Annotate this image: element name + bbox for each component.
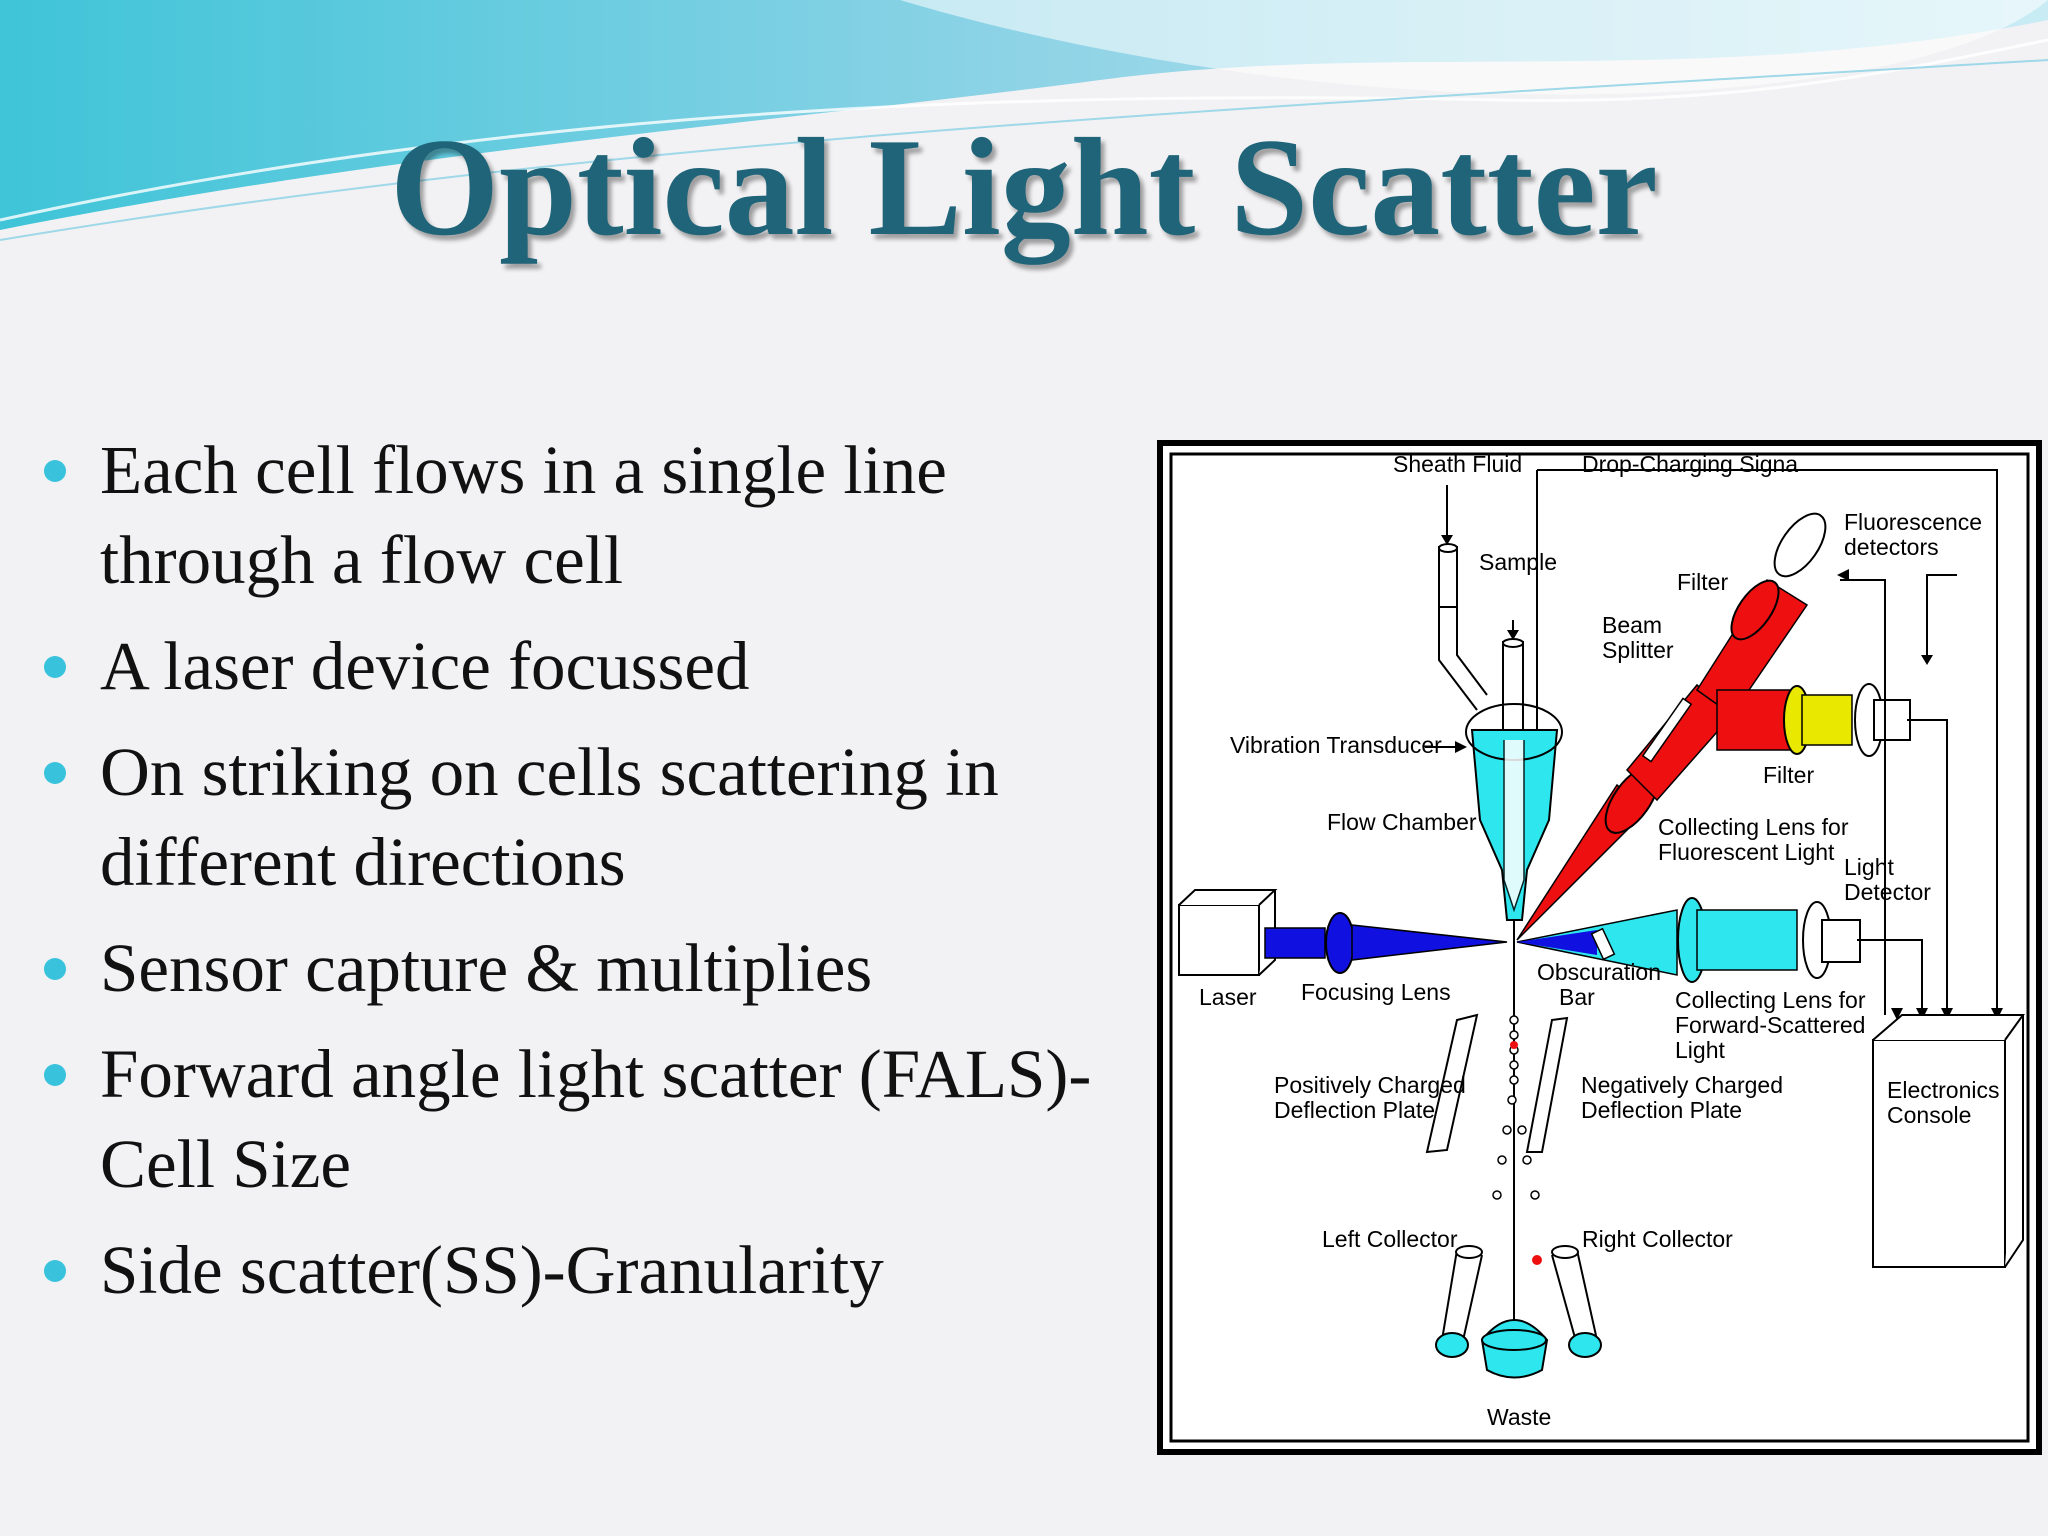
label-sheath-fluid: Sheath Fluid xyxy=(1393,451,1522,477)
sample-tube xyxy=(1502,641,1524,738)
droplets xyxy=(1492,1015,1540,1200)
bullet-dot-icon xyxy=(44,958,66,980)
label-collect-fw-1: Collecting Lens for xyxy=(1675,987,1866,1013)
top-fluorescence-detector xyxy=(1773,512,1827,578)
label-waste: Waste xyxy=(1487,1404,1551,1430)
top-filter xyxy=(1730,579,1780,641)
label-collect-fl-2: Fluorescent Light xyxy=(1658,839,1835,865)
focusing-lens xyxy=(1325,912,1355,974)
sheath-tube xyxy=(1438,546,1458,608)
label-electronics-2: Console xyxy=(1887,1102,1971,1128)
label-filter-mid: Filter xyxy=(1763,762,1814,788)
label-light-detector-1: Light xyxy=(1844,854,1894,880)
label-fluorescence-1: Fluorescence xyxy=(1844,509,1982,535)
header-waves xyxy=(0,0,2048,241)
diagram-inner-frame xyxy=(1169,452,2030,1443)
bullet-dot-icon xyxy=(44,1260,66,1282)
electronics-console xyxy=(1872,1039,2006,1268)
label-drop-charging: Drop-Charging Signa xyxy=(1582,451,1798,477)
bullet-dot-icon xyxy=(44,762,66,784)
label-neg-plate-1: Negatively Charged xyxy=(1581,1072,1783,1098)
label-vibration-transducer: Vibration Transducer xyxy=(1230,732,1442,758)
bullet-text: Each cell flows in a single line through… xyxy=(100,432,947,598)
bullet-text: Side scatter(SS)-Granularity xyxy=(100,1232,884,1308)
label-light-detector-2: Detector xyxy=(1844,879,1931,905)
bullet-dot-icon xyxy=(44,460,66,482)
label-pos-plate-1: Positively Charged xyxy=(1274,1072,1466,1098)
label-laser: Laser xyxy=(1199,984,1257,1010)
label-filter-top: Filter xyxy=(1677,569,1728,595)
bullet-item: Sensor capture & multiplies xyxy=(40,923,1120,1013)
label-obscuration-1: Obscuration xyxy=(1537,959,1661,985)
obscuration-bar xyxy=(1590,927,1616,961)
bullet-dot-icon xyxy=(44,1064,66,1086)
bullet-item: Forward angle light scatter (FALS)-Cell … xyxy=(40,1029,1120,1209)
label-flow-chamber: Flow Chamber xyxy=(1327,809,1477,835)
flow-cytometer-diagram: Sheath Fluid Drop-Charging Signa Sample … xyxy=(1157,440,2042,1455)
bullet-text: Sensor capture & multiplies xyxy=(100,930,873,1006)
label-pos-plate-2: Deflection Plate xyxy=(1274,1097,1435,1123)
beam-splitter xyxy=(1641,697,1693,763)
slide-title: Optical Light Scatter xyxy=(390,110,1658,265)
laser-box xyxy=(1178,904,1260,976)
label-focusing-lens: Focusing Lens xyxy=(1301,979,1451,1005)
bullet-text: On striking on cells scattering in diffe… xyxy=(100,734,999,900)
label-neg-plate-2: Deflection Plate xyxy=(1581,1097,1742,1123)
label-left-collector: Left Collector xyxy=(1322,1226,1458,1252)
bullet-text: A laser device focussed xyxy=(100,628,750,704)
label-beam-1: Beam xyxy=(1602,612,1662,638)
label-collect-fw-2: Forward-Scattered xyxy=(1675,1012,1865,1038)
label-beam-2: Splitter xyxy=(1602,637,1674,663)
label-collect-fw-3: Light xyxy=(1675,1037,1725,1063)
bullet-item: On striking on cells scattering in diffe… xyxy=(40,727,1120,907)
label-collect-fl-1: Collecting Lens for xyxy=(1658,814,1849,840)
negative-deflection-plate xyxy=(1525,1016,1569,1153)
positive-deflection-plate xyxy=(1425,1013,1479,1154)
bullet-item: Each cell flows in a single line through… xyxy=(40,425,1120,605)
label-sample: Sample xyxy=(1479,549,1557,575)
laser-beam xyxy=(1264,927,1326,959)
bullet-text: Forward angle light scatter (FALS)-Cell … xyxy=(100,1036,1092,1202)
bullet-item: A laser device focussed xyxy=(40,621,1120,711)
bullet-list: Each cell flows in a single line through… xyxy=(40,425,1120,1331)
label-electronics-1: Electronics xyxy=(1887,1077,1999,1103)
bullet-dot-icon xyxy=(44,656,66,678)
label-obscuration-2: Bar xyxy=(1559,984,1595,1010)
label-fluorescence-2: detectors xyxy=(1844,534,1939,560)
bullet-item: Side scatter(SS)-Granularity xyxy=(40,1225,1120,1315)
label-right-collector: Right Collector xyxy=(1582,1226,1733,1252)
